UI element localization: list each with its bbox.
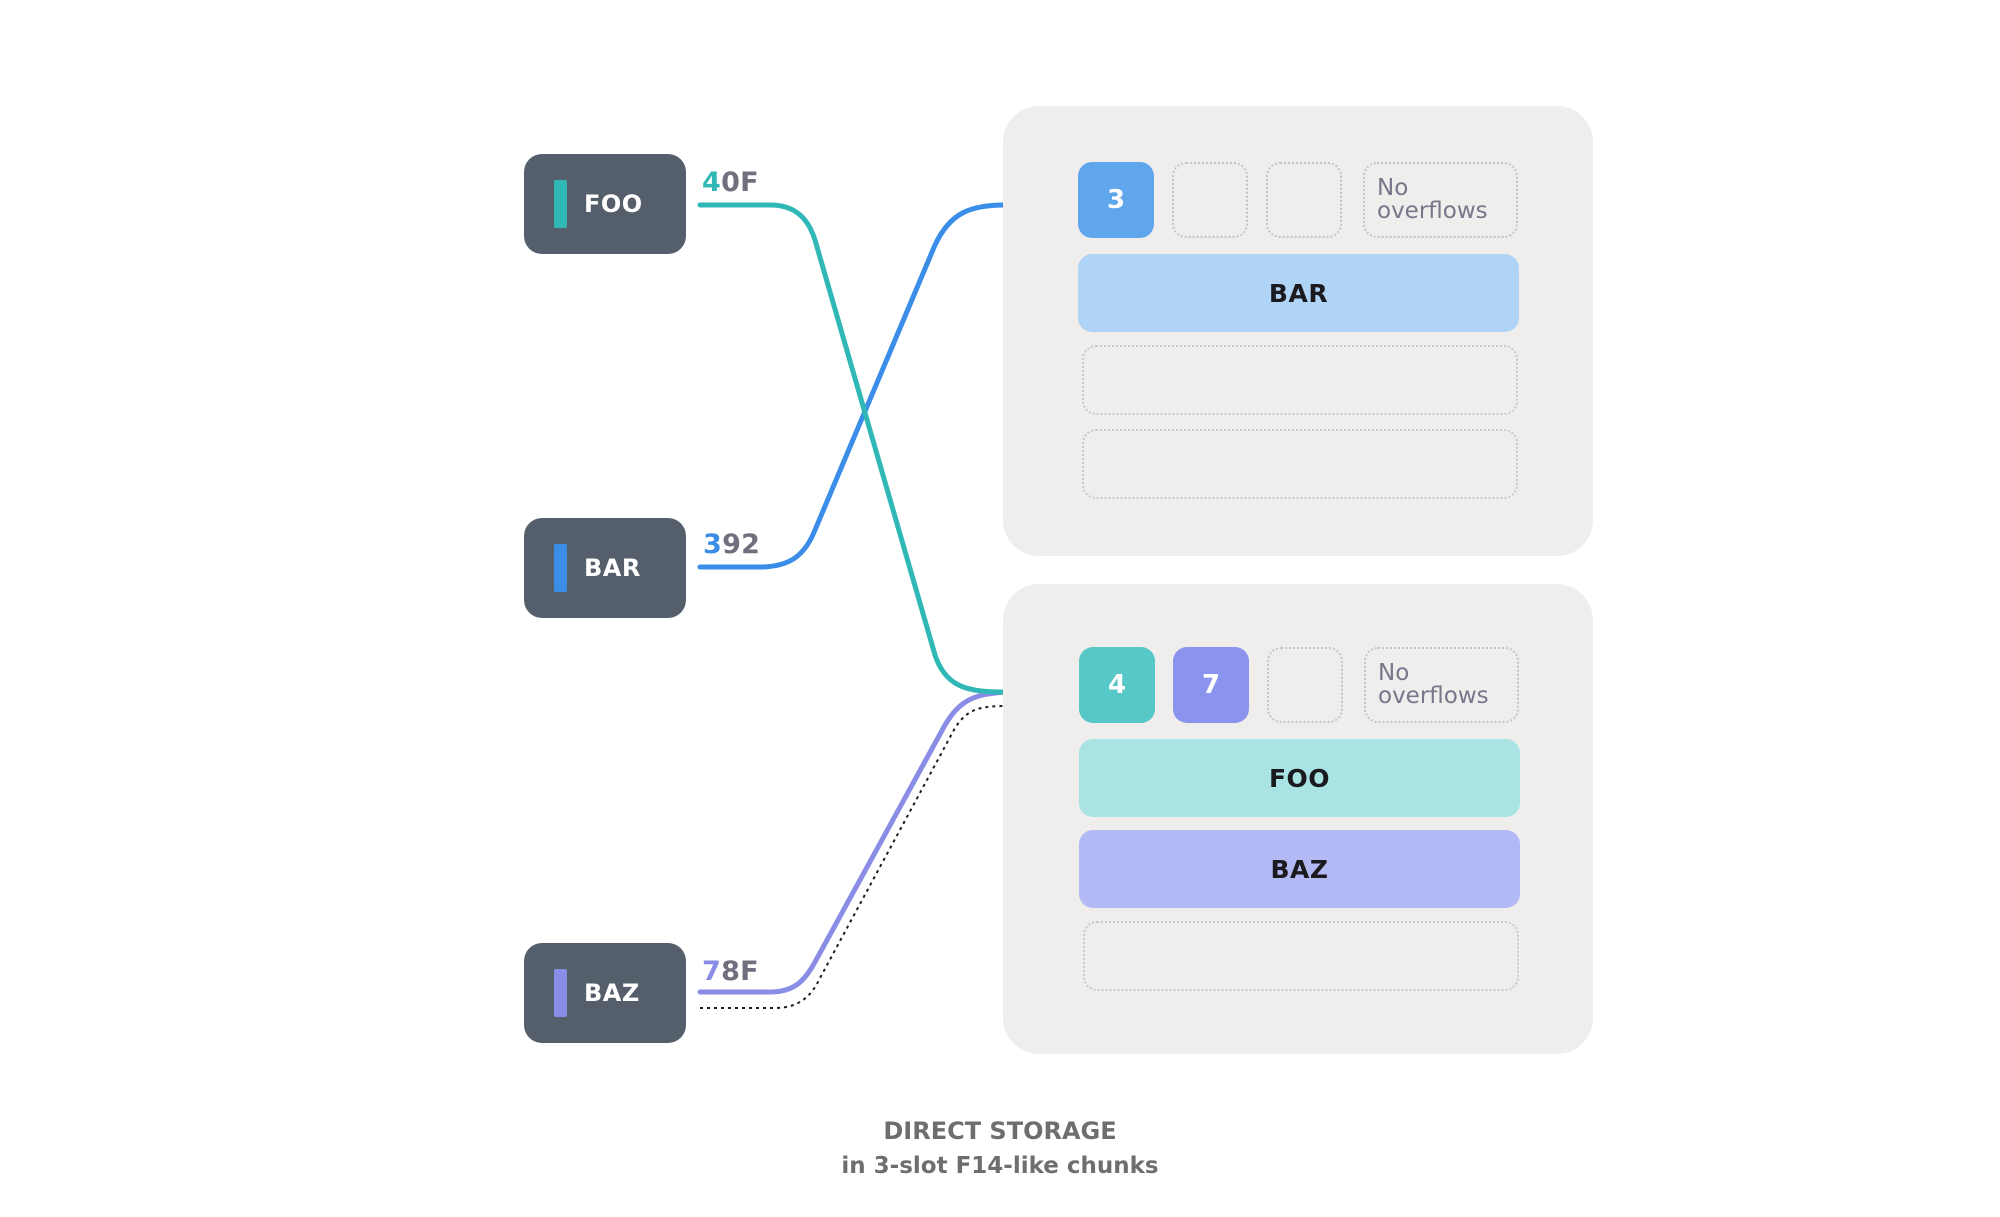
hash-foo: 40F [702,168,759,198]
key-box-foo: FOO [524,154,686,254]
overflow-line: overflows [1378,683,1489,709]
key-color-bar [554,969,567,1017]
tag-slot: 4 [1079,647,1155,723]
overflow-line: No [1377,175,1409,201]
caption-subtitle: in 3-slot F14-like chunks [841,1153,1159,1179]
hash-rest: 8F [721,956,759,987]
hash-first-digit: 7 [702,956,722,987]
hash-rest: 92 [722,529,761,560]
overflow-counter: No overflows [1364,647,1519,723]
key-label: BAR [584,554,641,582]
overflow-line: No [1378,660,1410,686]
tag-slot: 7 [1173,647,1249,723]
item-slot-empty [1082,429,1518,499]
key-label: FOO [584,190,643,218]
overflow-counter: No overflows [1363,162,1518,238]
wire-foo [697,202,1045,697]
tag-slot: 3 [1078,162,1154,238]
hash-rest: 0F [721,167,759,198]
caption-title: DIRECT STORAGE [883,1117,1117,1145]
tag-slot-empty [1267,647,1343,723]
hash-first-digit: 3 [703,529,723,560]
wire-bar [697,200,1045,570]
item-slot: FOO [1079,739,1520,817]
key-color-bar [554,544,567,592]
wire-baz [697,689,1028,995]
hash-bar: 392 [703,530,760,560]
item-slot-empty [1083,921,1519,991]
item-slot-empty [1082,345,1518,415]
item-slot: BAZ [1079,830,1520,908]
key-label: BAZ [584,979,640,1007]
tag-slot-empty [1172,162,1248,238]
hash-baz: 78F [702,957,759,987]
tag-slot-empty [1266,162,1342,238]
key-color-bar [554,180,567,228]
key-box-bar: BAR [524,518,686,618]
hash-first-digit: 4 [702,167,722,198]
key-box-baz: BAZ [524,943,686,1043]
overflow-line: overflows [1377,198,1488,224]
item-slot: BAR [1078,254,1519,332]
